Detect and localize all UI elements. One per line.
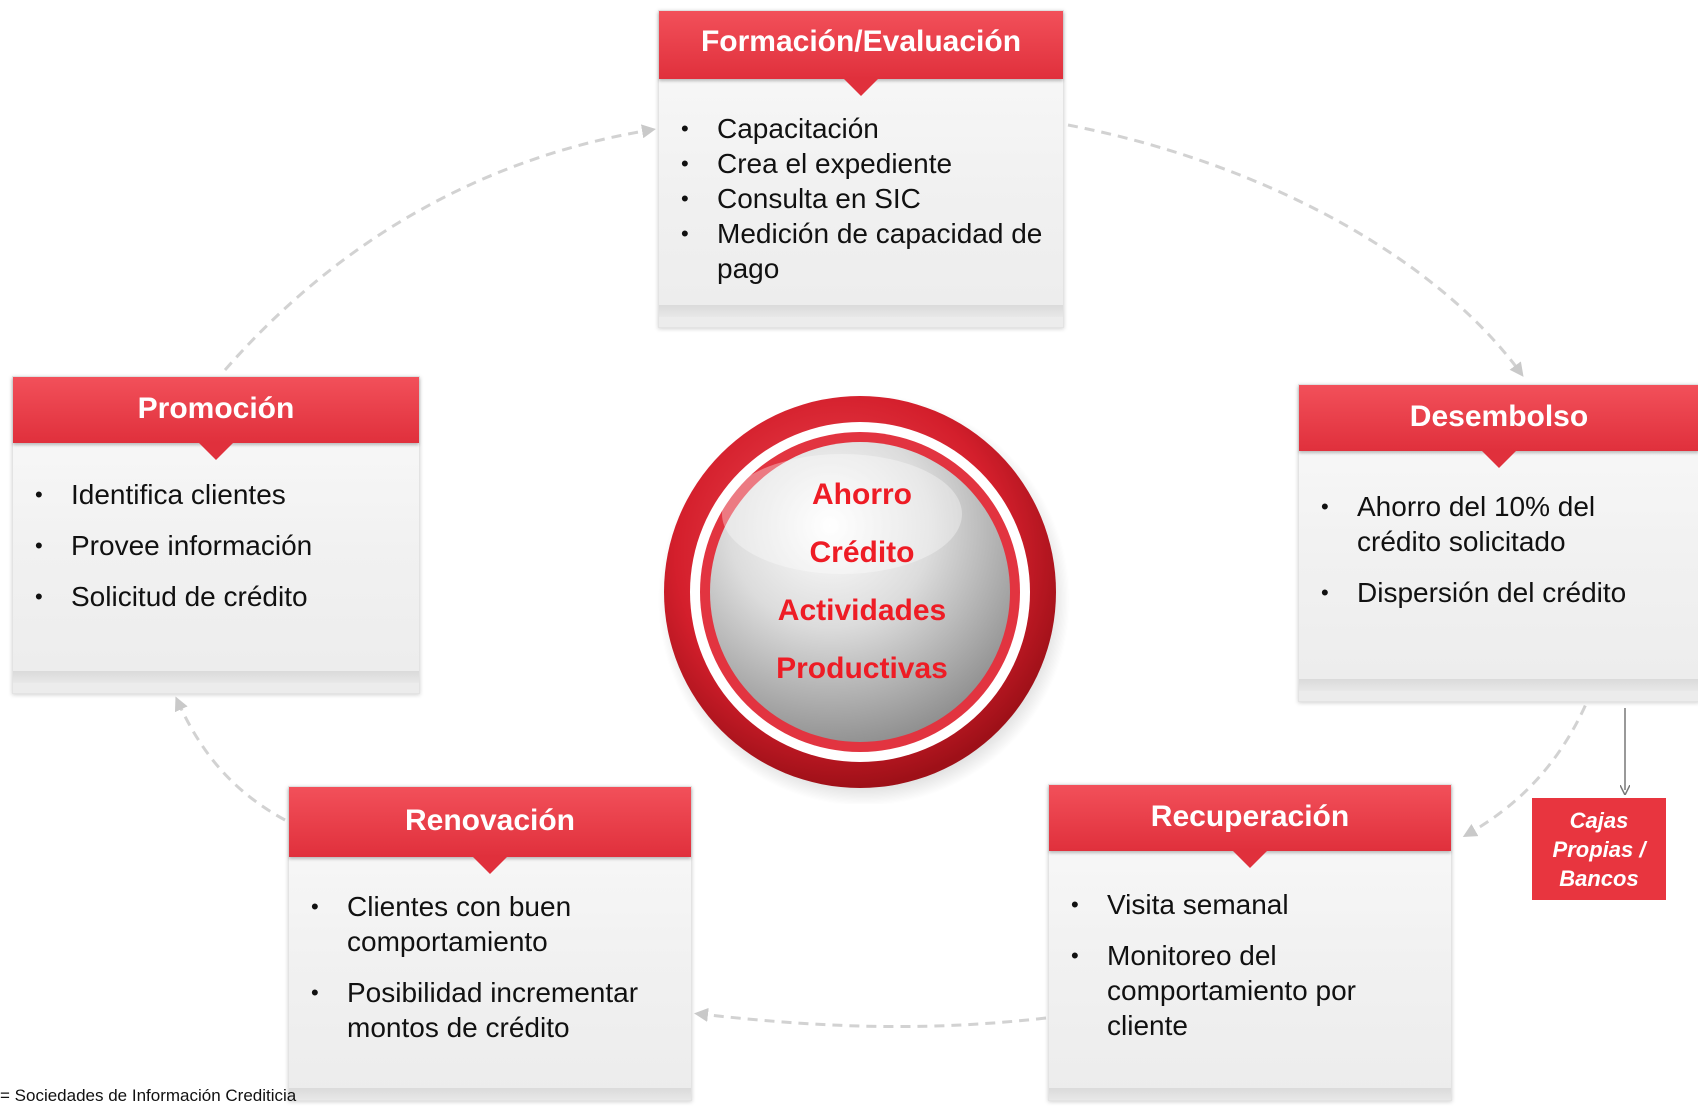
list-item: Provee información <box>33 528 312 563</box>
stage-title-recuperacion: Recuperación <box>1049 785 1451 851</box>
arrow-recuperacion-to-renovacion <box>694 1007 1047 1029</box>
header-notch <box>1233 851 1267 868</box>
header-notch <box>199 443 233 460</box>
side-note-line: Bancos <box>1559 865 1639 891</box>
header-notch <box>473 857 507 874</box>
side-note-cajas-bancos: Cajas Propias / Bancos <box>1532 798 1666 900</box>
arrow-renovacion-to-promocion <box>174 696 286 822</box>
stage-list-recuperacion: Visita semanal Monitoreo del comportamie… <box>1069 887 1439 1059</box>
card-footer-bar <box>289 1088 691 1100</box>
stage-card-promocion: Promoción Identifica clientes Provee inf… <box>12 376 420 694</box>
hub-label: Actividades <box>777 594 947 627</box>
list-item: Consulta en SIC <box>679 181 1059 216</box>
card-footer-bar <box>659 305 1063 317</box>
arrow-formacion-to-desembolso <box>1067 123 1524 377</box>
hub-silver-core <box>710 442 1010 742</box>
stage-list-formacion: Capacitación Crea el expediente Consulta… <box>679 111 1059 286</box>
list-item: Monitoreo del comportamiento por cliente <box>1069 938 1439 1043</box>
arrow-promocion-to-formacion <box>223 124 656 371</box>
card-footer-bar <box>13 671 419 683</box>
card-footer-bar <box>1049 1088 1451 1100</box>
stage-card-formacion: Formación/Evaluación Capacitación Crea e… <box>658 10 1064 328</box>
stage-card-recuperacion: Recuperación Visita semanal Monitoreo de… <box>1048 784 1452 1101</box>
list-item: Crea el expediente <box>679 146 1059 181</box>
arrow-desembolso-to-recuperacion <box>1462 689 1594 837</box>
hub-label: Ahorro <box>812 478 912 511</box>
header-notch <box>844 79 878 96</box>
stage-card-renovacion: Renovación Clientes con buen comportamie… <box>288 786 692 1101</box>
list-item: Visita semanal <box>1069 887 1439 922</box>
hub-label: Crédito <box>809 536 915 569</box>
hub-labels: Ahorro Crédito Actividades Productivas <box>652 466 1072 698</box>
stage-title-renovacion: Renovación <box>289 787 691 857</box>
stage-card-desembolso: Desembolso Ahorro del 10% del crédito so… <box>1298 384 1698 702</box>
stage-title-formacion: Formación/Evaluación <box>659 11 1063 79</box>
header-notch <box>1482 451 1516 468</box>
stage-list-desembolso: Ahorro del 10% del crédito solicitado Di… <box>1319 489 1679 626</box>
stage-list-promocion: Identifica clientes Provee información S… <box>33 477 312 630</box>
list-item: Ahorro del 10% del crédito solicitado <box>1319 489 1679 559</box>
footnote: = Sociedades de Información Crediticia <box>0 1086 297 1105</box>
list-item: Capacitación <box>679 111 1059 146</box>
list-item: Solicitud de crédito <box>33 579 312 614</box>
list-item: Identifica clientes <box>33 477 312 512</box>
list-item: Dispersión del crédito <box>1319 575 1679 610</box>
stage-list-renovacion: Clientes con buen comportamiento Posibil… <box>309 889 679 1061</box>
list-item: Medición de capacidad de pago <box>679 216 1059 286</box>
side-note-line: Propias / <box>1552 836 1646 862</box>
stage-title-promocion: Promoción <box>13 377 419 443</box>
card-footer-bar <box>1299 679 1698 691</box>
central-hub-emblem <box>658 394 1070 804</box>
stage-title-desembolso: Desembolso <box>1299 385 1698 451</box>
hub-highlight <box>722 454 962 574</box>
list-item: Posibilidad incrementar montos de crédit… <box>309 975 679 1045</box>
list-item: Clientes con buen comportamiento <box>309 889 679 959</box>
hub-label: Productivas <box>776 652 948 685</box>
side-note-line: Cajas <box>1569 807 1629 833</box>
